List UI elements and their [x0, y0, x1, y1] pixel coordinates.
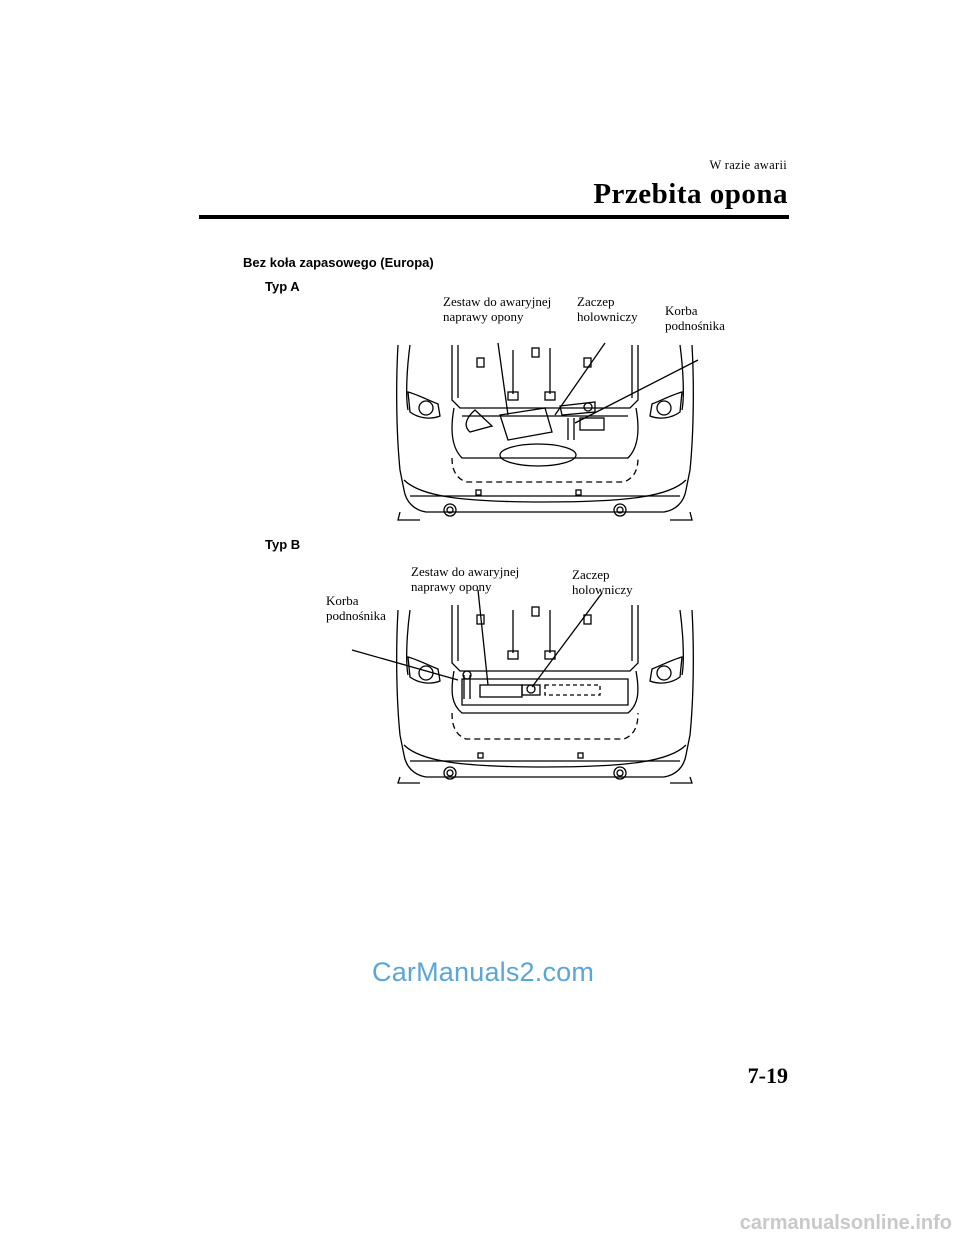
figure-a-trunk-illustration [380, 320, 710, 525]
figure-b-label: Typ B [265, 537, 301, 552]
figure-a-callout-tow-hook: Zaczep holowniczy [577, 294, 638, 324]
watermark-link[interactable]: CarManuals2.com [372, 957, 595, 987]
page-number: 7-19 [747, 1063, 788, 1088]
figure-a-label: Typ A [265, 279, 300, 294]
figure-b-trunk-illustration [340, 585, 710, 785]
figure-b-callout-jack-handle: Korba podnośnika [326, 593, 386, 623]
figure-b-callout-tow-hook: Zaczep holowniczy [572, 567, 633, 597]
figure-a-callout-repair-kit: Zestaw do awaryjnej naprawy opony [443, 294, 552, 324]
header-divider [199, 215, 789, 219]
figure-a-callout-jack-handle: Korba podnośnika [665, 303, 725, 333]
site-watermark: carmanualsonline.info [739, 1212, 952, 1234]
section-name: W razie awarii [709, 158, 787, 172]
section-heading: Bez koła zapasowego (Europa) [243, 255, 434, 270]
figure-b-callout-repair-kit: Zestaw do awaryjnej naprawy opony [411, 564, 520, 594]
page-title: Przebita opona [593, 178, 788, 210]
